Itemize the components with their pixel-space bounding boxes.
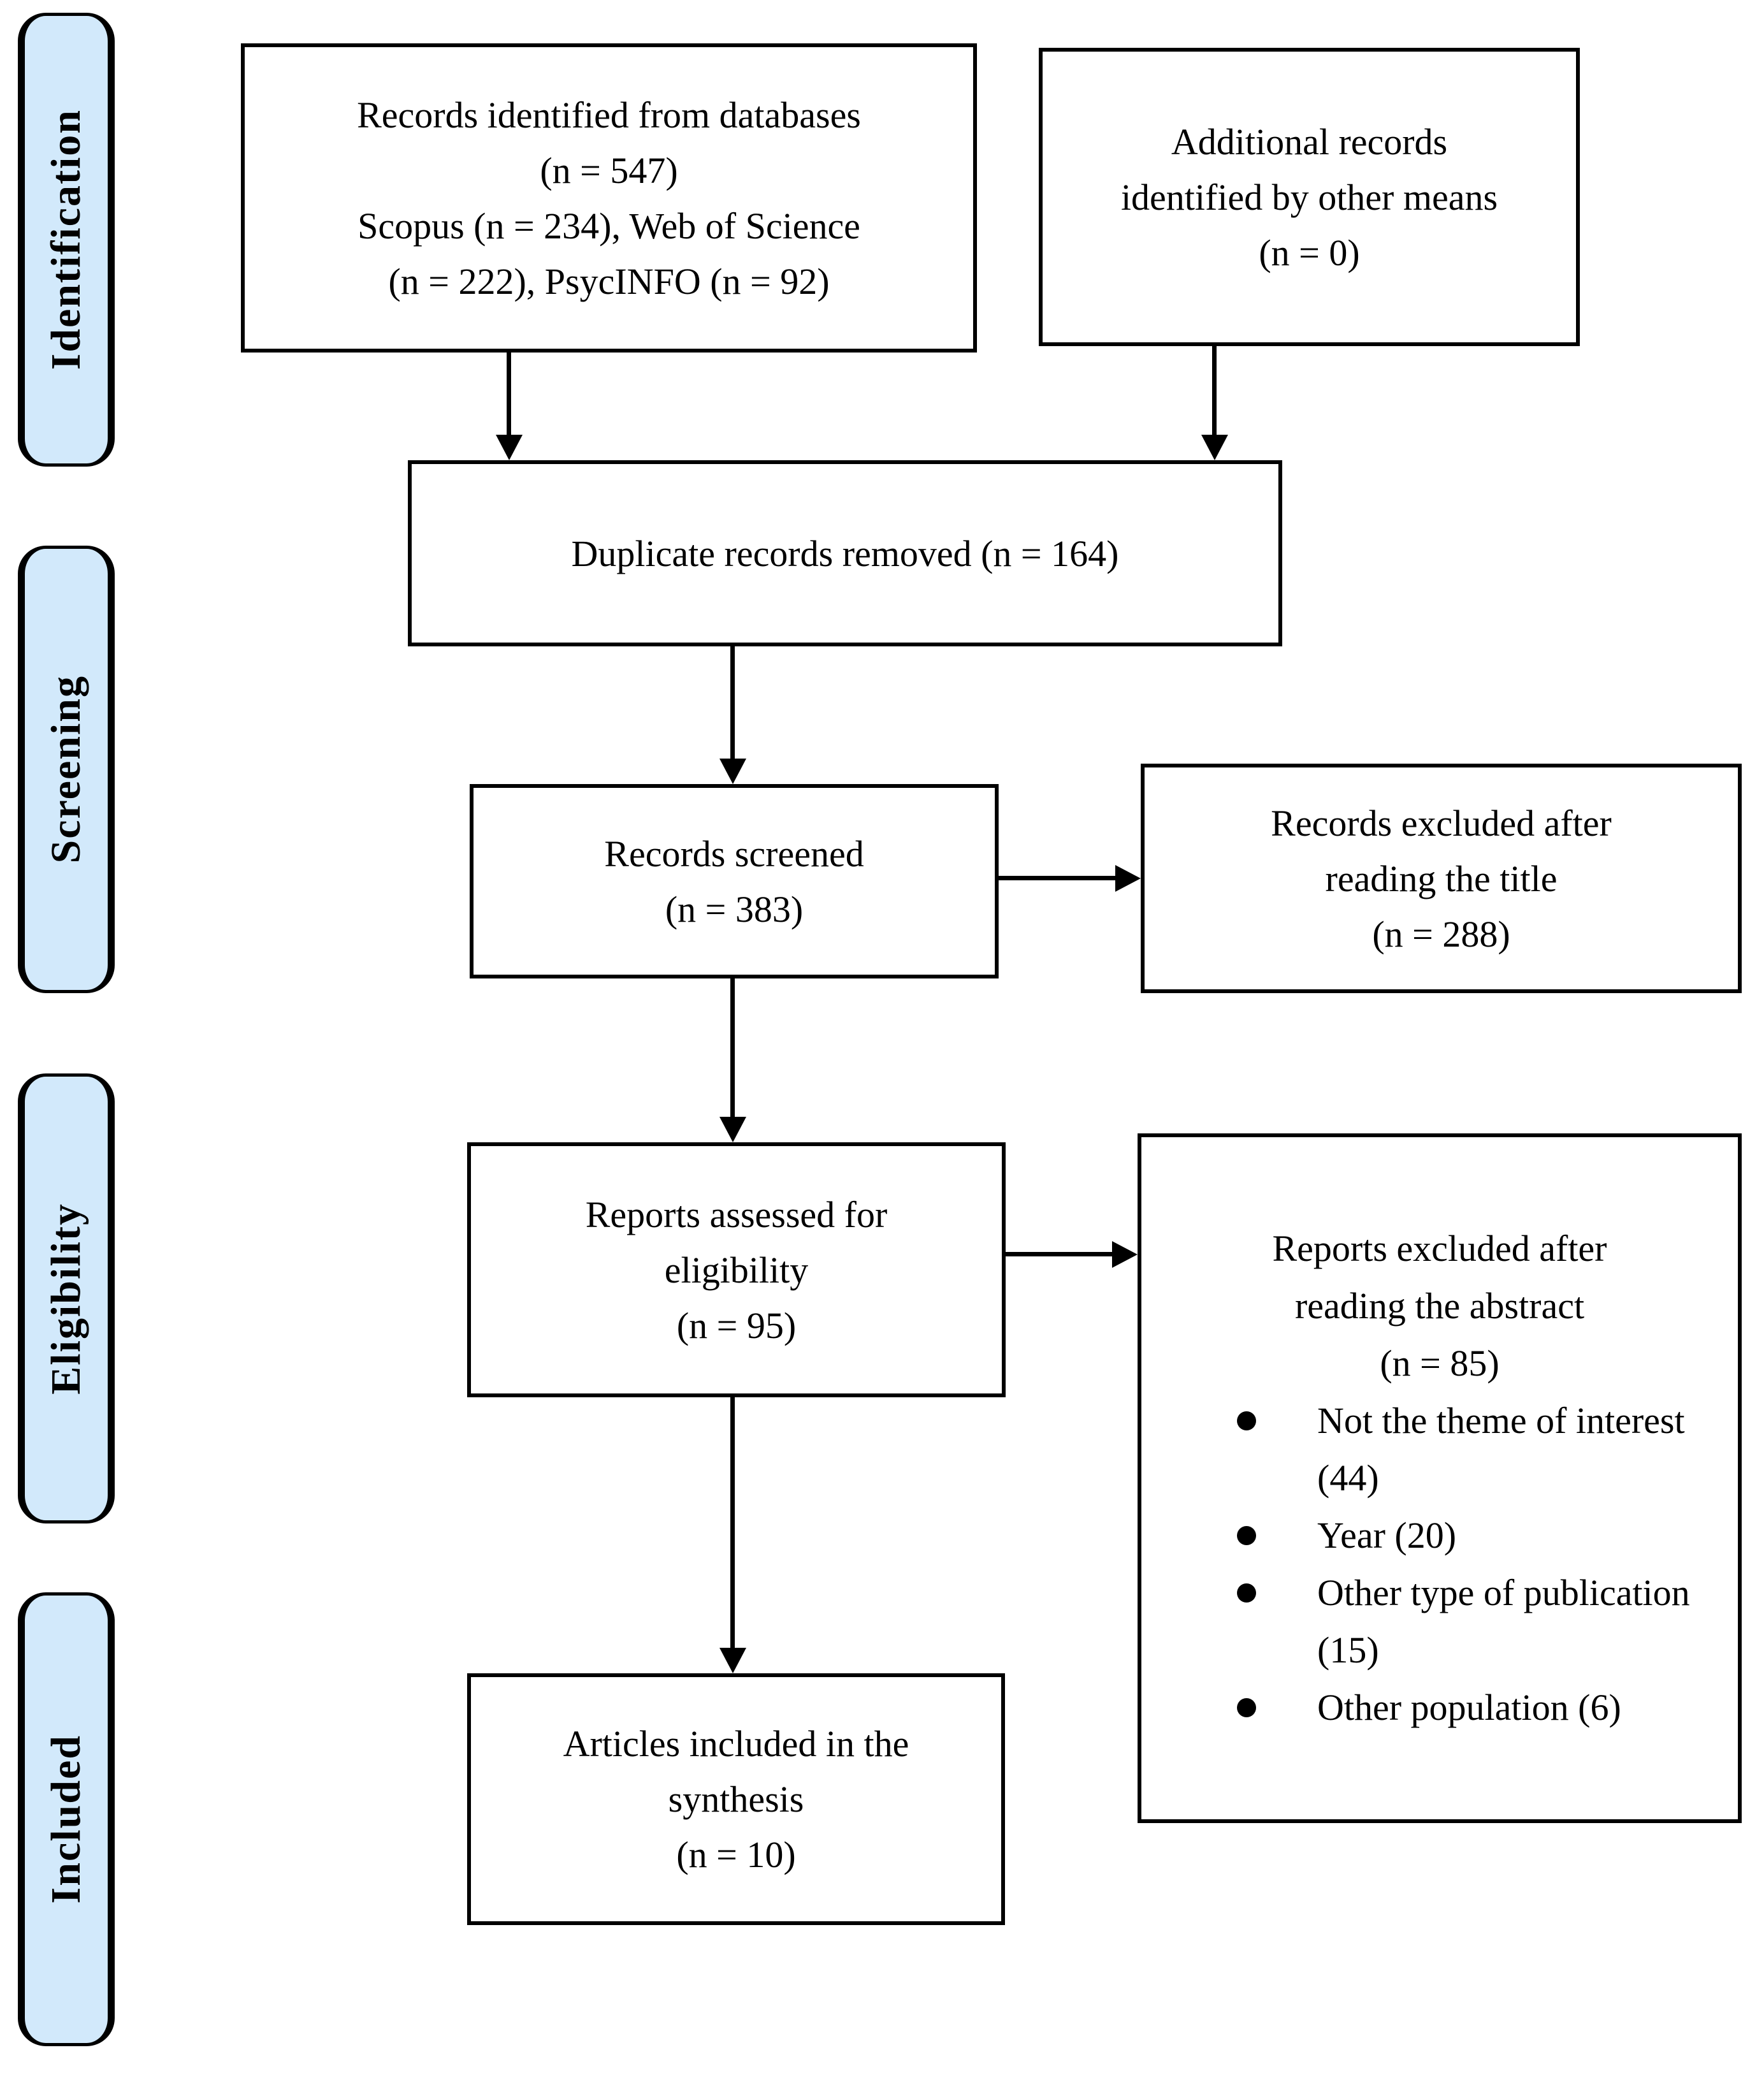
box-line: (n = 222), PsycINFO (n = 92): [388, 260, 830, 302]
box-articles-included: Articles included in the synthesis (n = …: [467, 1673, 1005, 1925]
box-line: Reports assessed for: [585, 1193, 888, 1235]
arrow-line: [730, 646, 735, 760]
arrowhead-down-icon: [719, 1648, 746, 1673]
stage-screening-label: Screening: [43, 675, 89, 864]
arrow-line: [730, 1397, 735, 1649]
exclusion-reason-item: Other population (6): [1148, 1679, 1731, 1736]
box-line: Reports excluded after: [1272, 1228, 1607, 1270]
exclusion-reason-text: Not the theme of interest (44): [1317, 1400, 1685, 1499]
box-line: (n = 10): [676, 1834, 796, 1875]
bullet-icon: [1237, 1411, 1256, 1431]
bullet-icon: [1237, 1698, 1256, 1717]
box-line: (n = 95): [676, 1304, 797, 1346]
stage-identification-label: Identification: [43, 109, 89, 370]
box-excluded-abstract: Reports excluded after reading the abstr…: [1138, 1133, 1742, 1823]
exclusion-reason-text: Other type of publication (15): [1317, 1571, 1690, 1671]
box-records-screened: Records screened (n = 383): [470, 784, 999, 978]
exclusion-reason-text: Year (20): [1317, 1514, 1457, 1556]
bullet-icon: [1237, 1583, 1256, 1603]
arrowhead-down-icon: [719, 759, 746, 784]
box-line: (n = 383): [665, 888, 804, 930]
stage-screening: Screening: [18, 546, 115, 993]
box-line: reading the abstract: [1294, 1285, 1585, 1327]
box-line: reading the title: [1325, 857, 1558, 899]
arrowhead-right-icon: [1115, 865, 1141, 892]
box-excluded-title: Records excluded after reading the title…: [1141, 764, 1742, 993]
box-line: Additional records: [1171, 120, 1448, 163]
box-line: Records screened: [604, 833, 864, 875]
box-line: eligibility: [664, 1249, 809, 1291]
arrow-line: [999, 876, 1117, 880]
stage-included: Included: [18, 1592, 115, 2046]
box-assessed-eligibility: Reports assessed for eligibility (n = 95…: [467, 1142, 1006, 1397]
arrowhead-down-icon: [496, 435, 523, 460]
box-line: (n = 547): [540, 149, 678, 191]
box-line: Scopus (n = 234), Web of Science: [358, 205, 860, 247]
stage-identification: Identification: [18, 13, 115, 467]
box-line: identified by other means: [1120, 176, 1498, 218]
arrowhead-right-icon: [1112, 1241, 1138, 1268]
arrow-line: [507, 353, 511, 436]
box-line: (n = 85): [1380, 1342, 1500, 1385]
arrowhead-down-icon: [719, 1117, 746, 1142]
box-line: Records excluded after: [1271, 802, 1612, 844]
arrow-line: [1006, 1252, 1113, 1256]
bullet-icon: [1237, 1525, 1256, 1545]
arrow-line: [1212, 346, 1217, 436]
box-line: Records identified from databases: [357, 94, 861, 136]
box-line: synthesis: [668, 1778, 804, 1820]
stage-included-label: Included: [43, 1734, 89, 1904]
stage-eligibility-label: Eligibility: [43, 1202, 89, 1395]
box-records-identified: Records identified from databases (n = 5…: [241, 43, 977, 353]
stage-eligibility: Eligibility: [18, 1073, 115, 1523]
exclusion-reasons-list: Not the theme of interest (44) Year (20)…: [1148, 1392, 1731, 1736]
box-duplicates-removed: Duplicate records removed (n = 164): [408, 460, 1282, 646]
exclusion-reason-item: Other type of publication (15): [1148, 1564, 1731, 1679]
box-line: (n = 288): [1372, 913, 1510, 955]
box-line: Duplicate records removed (n = 164): [571, 532, 1119, 574]
box-additional-records: Additional records identified by other m…: [1039, 48, 1580, 346]
exclusion-reason-text: Other population (6): [1317, 1686, 1621, 1728]
arrow-line: [730, 978, 735, 1118]
box-line: (n = 0): [1259, 231, 1360, 273]
exclusion-reason-item: Year (20): [1148, 1507, 1731, 1564]
box-line: Articles included in the: [563, 1723, 909, 1764]
arrowhead-down-icon: [1201, 435, 1228, 460]
exclusion-reason-item: Not the theme of interest (44): [1148, 1392, 1731, 1507]
